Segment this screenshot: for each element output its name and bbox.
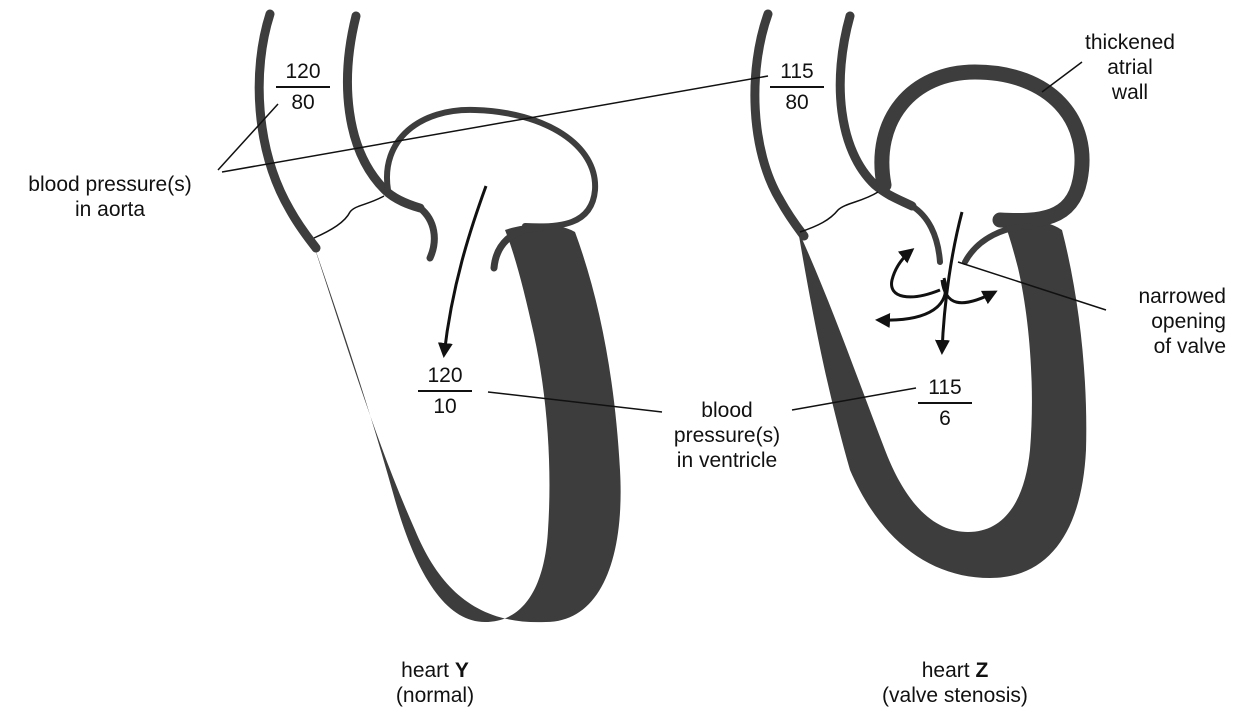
label-thickened-line2: atrial <box>1070 55 1190 80</box>
label-bp-ventricle: blood pressure(s) in ventricle <box>652 398 802 473</box>
label-bp-aorta: blood pressure(s) in aorta <box>10 172 210 222</box>
heart-z-ventricle-diastolic: 6 <box>918 404 972 431</box>
caption-heart-y-prefix: heart <box>401 659 455 682</box>
caption-heart-z-prefix: heart <box>922 659 976 682</box>
heart-y-ventricle-systolic: 120 <box>418 364 472 392</box>
caption-heart-y-letter: Y <box>455 659 469 682</box>
heart-z-atrium <box>882 72 1082 221</box>
heart-y-aorta-systolic: 120 <box>276 60 330 88</box>
heart-z-flow-arrow-upleft <box>892 250 940 297</box>
caption-heart-y-sub: (normal) <box>360 683 510 708</box>
heart-y-aorta-left-wall <box>259 14 316 248</box>
label-bp-ventricle-line3: in ventricle <box>652 448 802 473</box>
heart-z-aortic-valve <box>800 192 878 232</box>
label-thickened-wall: thickened atrial wall <box>1070 30 1190 105</box>
heart-z-aorta-pressure: 115 80 <box>770 60 824 115</box>
label-narrowed-opening: narrowed opening of valve <box>1100 284 1226 359</box>
heart-z-valve-left <box>912 206 940 262</box>
heart-z-aorta-left-wall <box>755 14 804 236</box>
caption-heart-z-sub: (valve stenosis) <box>855 683 1055 708</box>
label-narrowed-line2: opening <box>1100 309 1226 334</box>
heart-y-aortic-valve <box>314 196 384 238</box>
heart-z-flow-arrow-left <box>878 278 946 320</box>
heart-y-aorta-pressure: 120 80 <box>276 60 330 115</box>
label-thickened-line3: wall <box>1070 80 1190 105</box>
caption-heart-z-letter: Z <box>975 659 988 682</box>
heart-z-aorta-diastolic: 80 <box>770 88 824 115</box>
heart-y-valve-left <box>420 208 434 258</box>
label-narrowed-line1: narrowed <box>1100 284 1226 309</box>
label-bp-aorta-line1: blood pressure(s) <box>10 172 210 197</box>
heart-y-aorta-diastolic: 80 <box>276 88 330 115</box>
heart-y-ventricle-diastolic: 10 <box>418 392 472 419</box>
heart-z-aorta-systolic: 115 <box>770 60 824 88</box>
heart-z-flow-arrow-right <box>942 280 995 303</box>
heart-y-ventricle-wall <box>312 224 621 622</box>
caption-heart-z: heart Z (valve stenosis) <box>855 658 1055 708</box>
heart-y-aorta-right-wall <box>348 16 420 208</box>
label-bp-ventricle-line2: pressure(s) <box>652 423 802 448</box>
label-bp-ventricle-line1: blood <box>652 398 802 423</box>
heart-y-ventricle-pressure: 120 10 <box>418 364 472 419</box>
label-thickened-line1: thickened <box>1070 30 1190 55</box>
heart-y-flow-arrow <box>444 186 486 355</box>
label-bp-aorta-line2: in aorta <box>10 197 210 222</box>
label-narrowed-line3: of valve <box>1100 334 1226 359</box>
caption-heart-y: heart Y (normal) <box>360 658 510 708</box>
heart-z-ventricle-systolic: 115 <box>918 376 972 404</box>
heart-z-ventricle-pressure: 115 6 <box>918 376 972 431</box>
